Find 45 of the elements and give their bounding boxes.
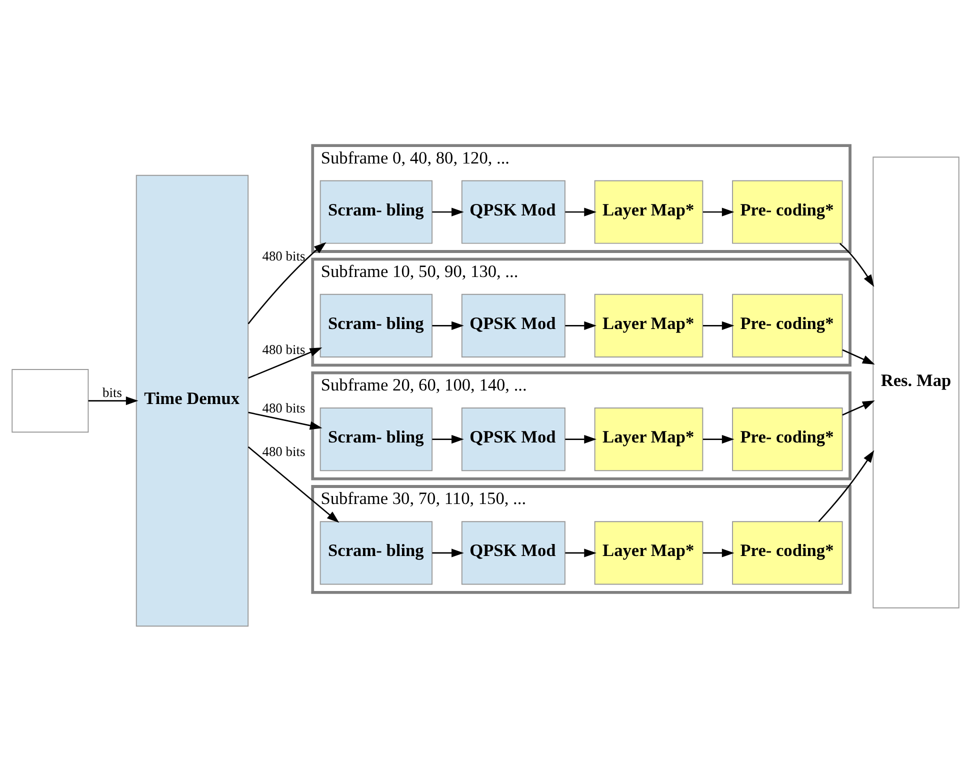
arrow (248, 242, 326, 324)
edge-label: bits (102, 385, 122, 400)
node-box: QPSK Mod (461, 180, 566, 244)
node-box: Pre- coding* (732, 180, 843, 244)
arrow (702, 548, 734, 558)
arrow (565, 321, 596, 330)
node-box: Pre- coding* (732, 408, 843, 472)
edge-label: 480 bits (262, 342, 306, 357)
arrow (702, 208, 734, 216)
node-box: Scram- bling (320, 408, 433, 472)
node-box (12, 369, 89, 433)
node-box: Pre- coding* (732, 294, 843, 358)
node-box: Layer Map* (594, 294, 704, 358)
arrow (432, 208, 464, 216)
node-box: Time Demux (136, 174, 249, 627)
node-box: QPSK Mod (461, 408, 566, 472)
arrow (432, 321, 464, 330)
arrow (248, 446, 340, 523)
node-box: Pre- coding* (732, 521, 843, 585)
node-box: Scram- bling (320, 294, 433, 358)
arrow (702, 434, 734, 444)
arrow (565, 208, 596, 216)
arrow (248, 348, 322, 379)
edge-label: 480 bits (262, 400, 306, 416)
arrow (842, 349, 875, 364)
node-box: QPSK Mod (461, 294, 566, 358)
node-box: Scram- bling (320, 180, 433, 244)
node-box: QPSK Mod (461, 521, 566, 585)
arrow (88, 396, 138, 406)
edge-label: 480 bits (262, 444, 306, 459)
arrow (839, 242, 874, 287)
node-box: Layer Map* (594, 521, 704, 585)
node-box: Layer Map* (594, 180, 704, 244)
node-box: Layer Map* (594, 408, 704, 472)
arrow (565, 548, 596, 558)
node-box: Scram- bling (320, 521, 433, 585)
arrow (432, 434, 464, 444)
arrow (565, 434, 596, 444)
arrow (842, 400, 875, 416)
arrow (818, 450, 874, 522)
edge-label: 480 bits (262, 248, 306, 264)
arrow (248, 412, 322, 430)
arrow (432, 548, 464, 558)
node-box: Res. Map (872, 156, 960, 608)
arrow (702, 321, 734, 330)
